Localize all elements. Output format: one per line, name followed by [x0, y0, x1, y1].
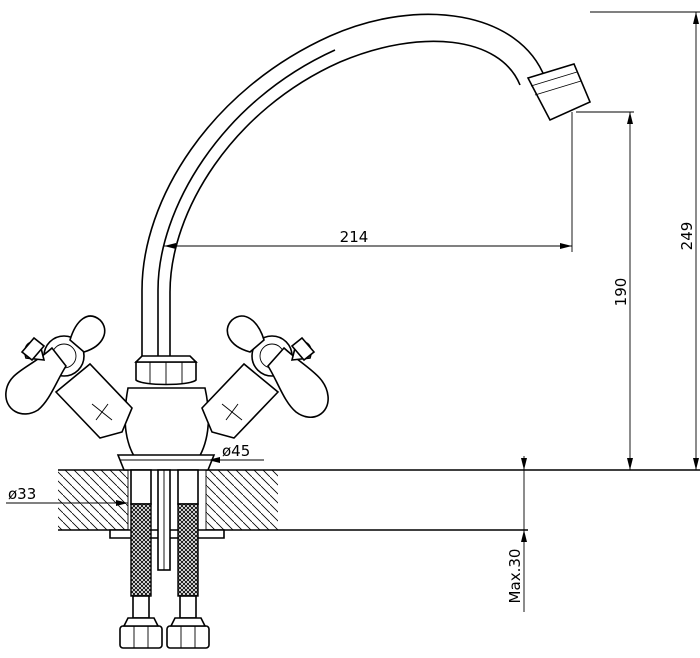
mounting-stud: [157, 469, 171, 571]
base-diameter-label: ø45: [222, 442, 250, 460]
dimension-base-diameter: [120, 457, 264, 463]
spout: [141, 13, 592, 358]
total-height-label: 249: [678, 222, 696, 251]
right-valve: [201, 315, 329, 439]
hole-diameter-label: ø33: [8, 485, 36, 503]
max-thickness-label: Max.30: [506, 549, 524, 604]
spout-reach-label: 214: [340, 228, 369, 246]
dimension-max-thickness: [521, 456, 527, 612]
left-valve: [5, 315, 133, 439]
dimension-spout-reach: [164, 112, 573, 252]
flexible-hoses: [119, 469, 210, 649]
dimension-total-height: [590, 11, 700, 470]
dimension-hole-diameter: [6, 500, 128, 506]
dimension-spout-height: [576, 111, 634, 470]
countertop-section: [58, 469, 700, 531]
spout-height-label: 190: [612, 278, 630, 307]
